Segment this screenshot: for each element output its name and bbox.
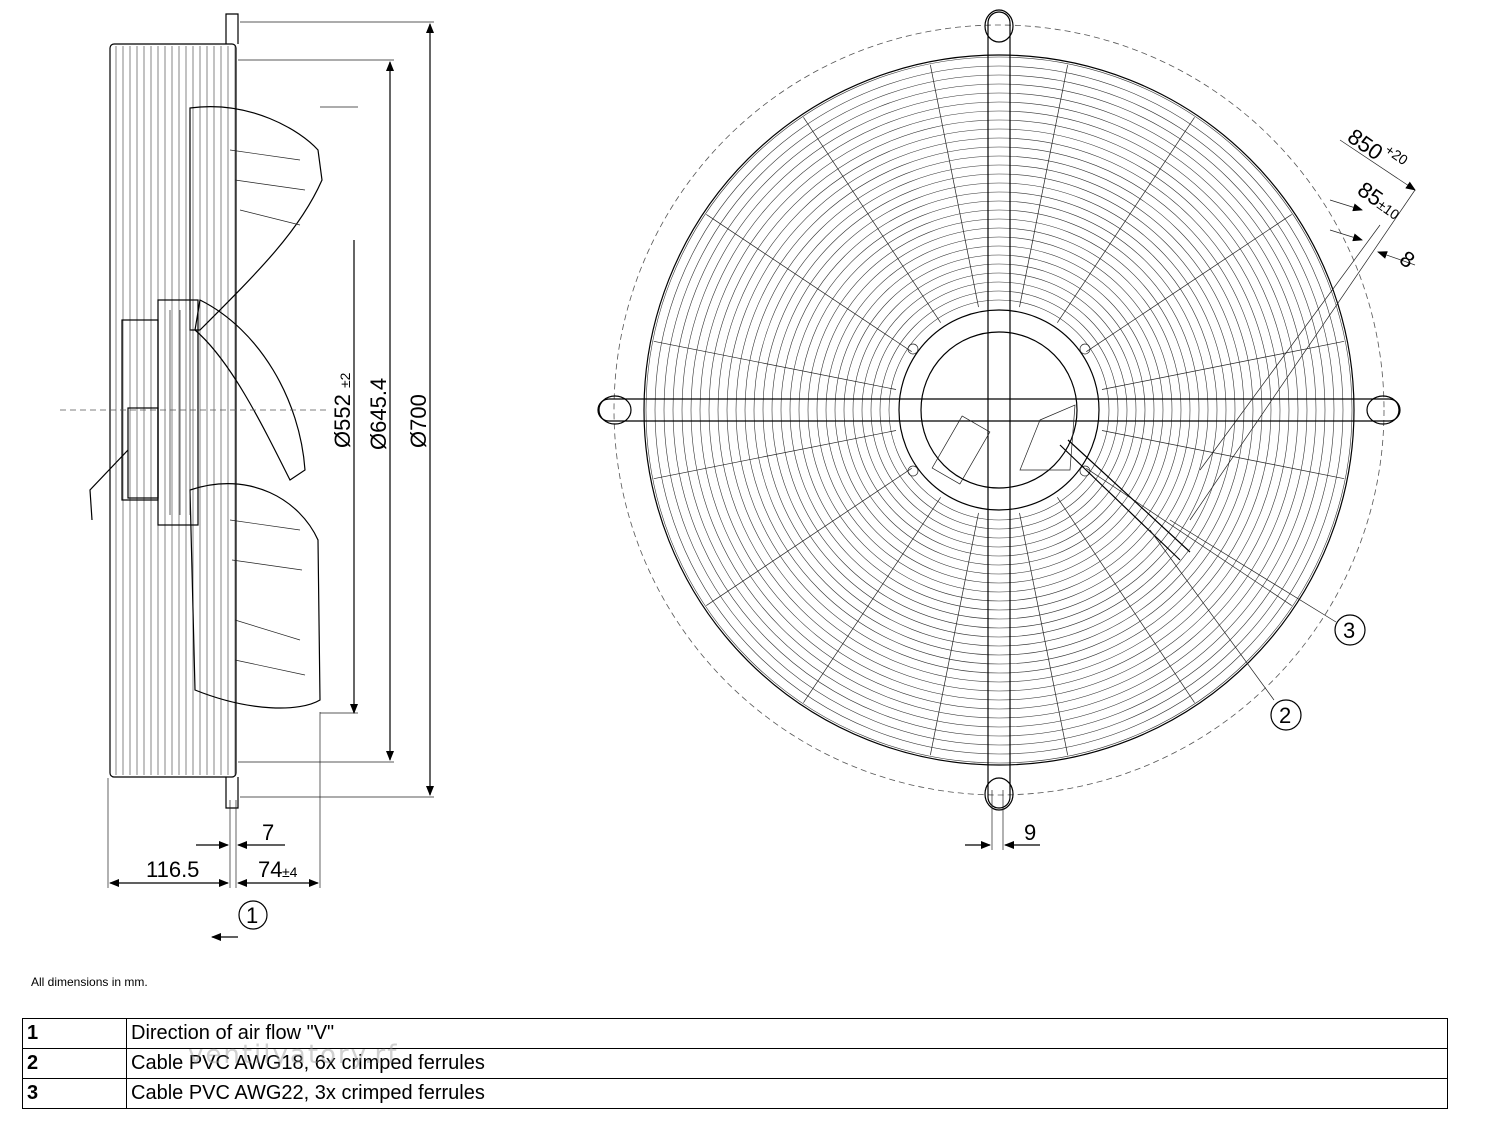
outer-diameter-circle <box>613 24 1385 796</box>
front-view: 850 +20 85 ±10 8 9 2 3 <box>597 9 1420 850</box>
cable-gland <box>89 449 129 521</box>
side-guard-wires <box>115 46 236 775</box>
legend-row: 1 Direction of air flow "V" <box>22 1018 1448 1049</box>
dim-d552-tol: ±2 <box>337 372 353 388</box>
legend-table: 1 Direction of air flow "V" 2 Cable PVC … <box>22 1018 1448 1109</box>
dim-d645: Ø645.4 <box>366 378 391 450</box>
motor-hub <box>157 299 199 526</box>
dim-d552: Ø552 <box>330 394 355 448</box>
callout-1: 1 <box>246 903 258 928</box>
vertical-strut <box>987 11 1011 809</box>
upper-blade <box>189 106 323 331</box>
legend-row: 2 Cable PVC AWG18, 6x crimped ferrules <box>22 1048 1448 1079</box>
callout-3: 3 <box>1343 618 1355 643</box>
guard-spokes <box>653 64 1345 756</box>
legend-row: 3 Cable PVC AWG22, 3x crimped ferrules <box>22 1078 1448 1109</box>
legend-text: Cable PVC AWG18, 6x crimped ferrules <box>126 1048 1448 1079</box>
motor-housing <box>898 309 1100 511</box>
dim-9: 9 <box>1024 820 1036 845</box>
dim-850: 850 <box>1343 124 1387 166</box>
callout-2: 2 <box>1279 703 1291 728</box>
units-note: All dimensions in mm. <box>31 975 148 989</box>
legend-text: Cable PVC AWG22, 3x crimped ferrules <box>126 1078 1448 1109</box>
side-view: Ø552 ±2 Ø645.4 Ø700 7 116.5 74 ±4 1 <box>60 13 434 941</box>
guard-rings <box>645 56 1353 764</box>
dim-74: 74 <box>258 857 282 882</box>
legend-num: 1 <box>22 1018 127 1049</box>
horizontal-strut <box>597 398 1401 422</box>
middle-blade <box>194 299 306 481</box>
technical-drawing: Ø552 ±2 Ø645.4 Ø700 7 116.5 74 ±4 1 <box>60 9 1420 941</box>
legend-text: Direction of air flow "V" <box>126 1018 1448 1049</box>
dim-7: 7 <box>262 820 274 845</box>
dim-116-5: 116.5 <box>146 857 199 882</box>
lower-blade <box>189 483 321 709</box>
guard-outer-ring <box>643 54 1355 766</box>
dim-8: 8 <box>1395 246 1419 274</box>
callout-2-circle <box>1270 699 1302 731</box>
legend-num: 3 <box>22 1078 127 1109</box>
callout-1-circle <box>238 900 268 930</box>
callout-3-circle <box>1334 614 1366 646</box>
dim-74-tol: ±4 <box>282 864 298 880</box>
dim-d700: Ø700 <box>406 394 431 448</box>
legend-num: 2 <box>22 1048 127 1079</box>
